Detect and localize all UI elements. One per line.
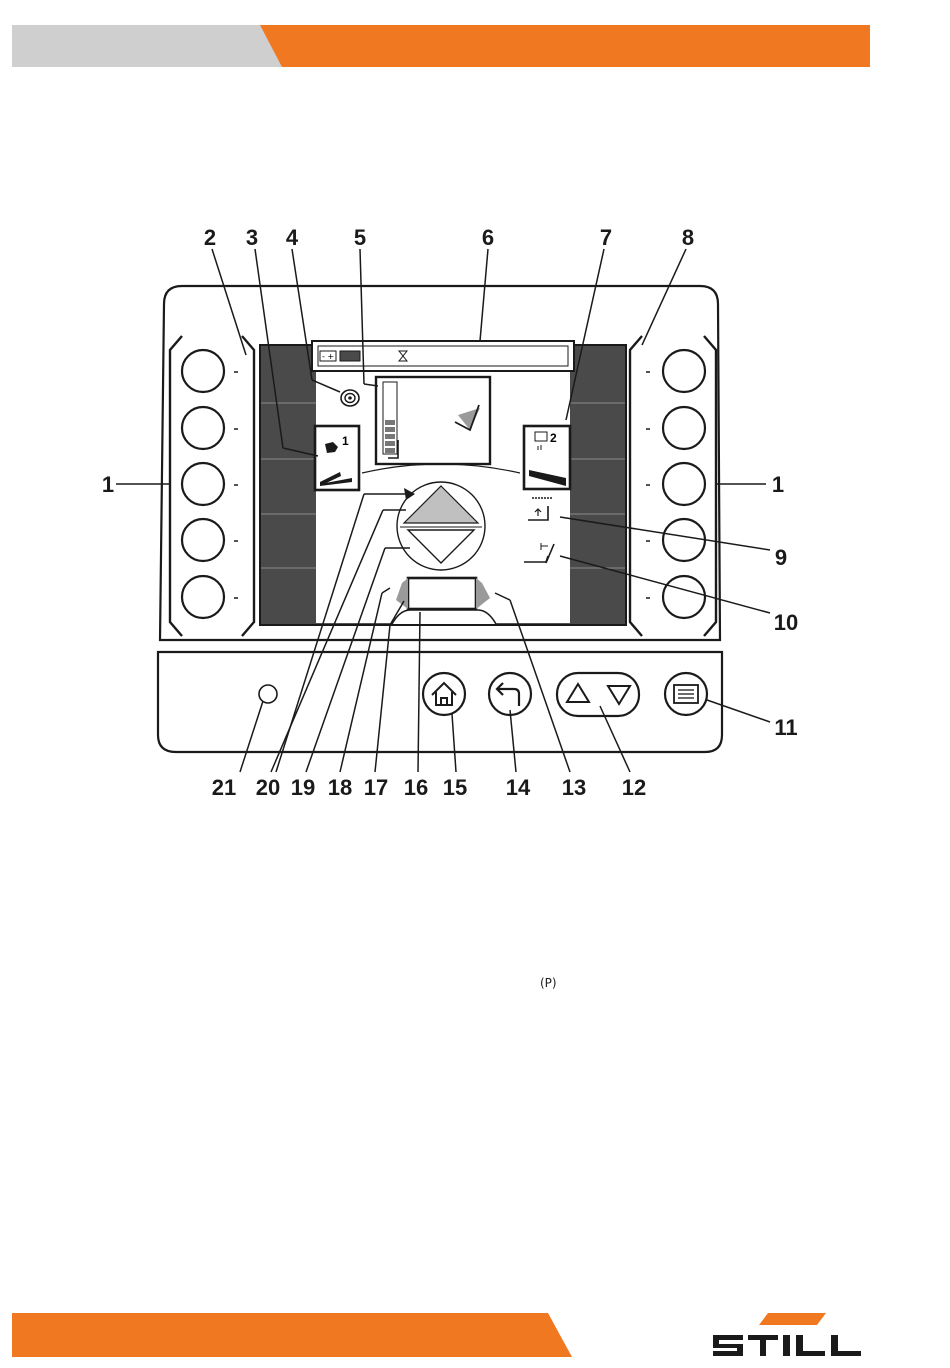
softkey-right-4[interactable] [663, 519, 705, 561]
callout-15: 15 [443, 775, 467, 800]
softkey-right-5[interactable] [663, 576, 705, 618]
callout-3: 3 [246, 225, 258, 250]
callout-18: 18 [328, 775, 352, 800]
menu-button[interactable] [665, 673, 707, 715]
home-button[interactable] [423, 673, 465, 715]
callout-13: 13 [562, 775, 586, 800]
back-button[interactable] [489, 673, 531, 715]
footer-orange-bar [12, 1313, 572, 1357]
softkey-right-1[interactable] [663, 350, 705, 392]
callout-17: 17 [364, 775, 388, 800]
callout-9: 9 [775, 545, 787, 570]
callout-16: 16 [404, 775, 428, 800]
battery-icon: - + [320, 351, 336, 361]
softkey-left-3[interactable] [182, 463, 224, 505]
up-down-button[interactable] [557, 673, 639, 716]
callout-2: 2 [204, 225, 216, 250]
softkey-left-2[interactable] [182, 407, 224, 449]
softkey-right-2[interactable] [663, 407, 705, 449]
callout-21: 21 [212, 775, 236, 800]
callout-14: 14 [506, 775, 531, 800]
right-softkeys [646, 350, 705, 618]
callout-11: 11 [774, 715, 797, 740]
callout-20: 20 [256, 775, 280, 800]
battery-level-icon [340, 351, 360, 361]
callout-1-left: 1 [102, 472, 114, 497]
hydraulic-program-number: 2 [550, 431, 557, 445]
callout-12: 12 [622, 775, 646, 800]
softkey-left-1[interactable] [182, 350, 224, 392]
svg-text:- +: - + [322, 352, 334, 361]
still-logo-swoosh [759, 1313, 826, 1325]
left-softkeys [182, 350, 238, 618]
drive-program-box [315, 426, 359, 490]
left-softkey-labels [261, 346, 316, 624]
still-logo [713, 1313, 873, 1357]
callout-8: 8 [682, 225, 694, 250]
softkey-right-3[interactable] [663, 463, 705, 505]
callout-1-right: 1 [772, 472, 784, 497]
light-sensor-icon [259, 685, 277, 703]
left-inner-bracket [242, 336, 254, 636]
footer-bar [12, 1313, 572, 1357]
callout-6: 6 [482, 225, 494, 250]
callout-5: 5 [354, 225, 366, 250]
softkey-left-5[interactable] [182, 576, 224, 618]
right-inner-bracket [630, 336, 642, 636]
page-mark: (P) [540, 976, 557, 990]
callout-10: 10 [774, 610, 798, 635]
softkey-left-4[interactable] [182, 519, 224, 561]
drive-program-number: 1 [342, 434, 349, 448]
callout-19: 19 [291, 775, 315, 800]
right-softkey-labels [570, 346, 625, 624]
callout-7: 7 [600, 225, 612, 250]
callout-4: 4 [286, 225, 299, 250]
center-info-field [408, 578, 476, 609]
left-outer-bracket [170, 336, 182, 636]
